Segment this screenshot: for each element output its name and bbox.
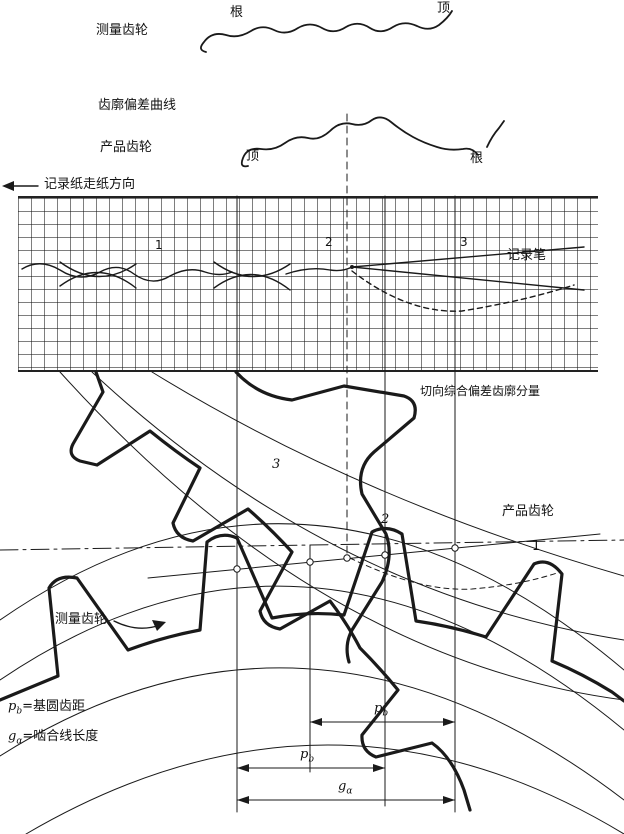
record-curve-product-gear: [240, 116, 505, 168]
recording-paper-grid: [18, 196, 598, 372]
measuring-gear-teeth-chain: [0, 526, 624, 703]
recording-pen-label: 记录笔: [507, 248, 547, 263]
legend-ga: gα=啮合线长度: [8, 729, 99, 747]
line-of-action-path: [147, 533, 601, 579]
legend-ga-symbol: g: [8, 729, 17, 744]
trace-2-label: 2: [325, 235, 333, 249]
legend-pb-symbol: p: [8, 699, 17, 714]
measuring-gear-rotation-arrow: [113, 620, 166, 631]
measuring-gear-bottom-label: 测量齿轮: [55, 612, 108, 627]
dash-dot-centerline: [0, 539, 624, 551]
trace-3-label: 3: [460, 235, 468, 249]
product-gear-pitch-arc: [91, 371, 624, 641]
dim-pb-upper-label: pb: [374, 701, 389, 719]
center-line: [0, 539, 624, 551]
mesh-point-marker: [451, 544, 459, 552]
dim-pb-lower-label: pb: [300, 747, 315, 765]
trace-wavy-main: [21, 263, 233, 282]
mesh-point-marker: [343, 554, 351, 562]
dim-pb-upper-subscript: b: [382, 708, 389, 719]
product-gear-right-flank: [234, 370, 417, 664]
dim-ga-subscript: α: [346, 786, 353, 797]
pitch-circle-arcs: [0, 371, 624, 834]
product-gear-top-label: 产品齿轮: [100, 140, 153, 155]
dim-ga-label: gα: [338, 779, 353, 797]
tip-mid-label: 顶: [246, 149, 260, 164]
mesh-3-label: 3: [272, 457, 281, 472]
trace-cross-right-b: [213, 273, 291, 291]
line-of-action: [147, 533, 601, 590]
grid-traces: [21, 261, 575, 312]
dim-pb-lower-symbol: p: [300, 747, 309, 762]
dim-arrow-icon: [310, 718, 322, 726]
product-gear-outline: [69, 370, 472, 812]
product-gear-teeth-chain: [69, 370, 472, 812]
tangential-component-label: 切向综合偏差齿廓分量: [420, 384, 541, 398]
mesh-point-marker: [381, 551, 389, 559]
dim-pb-lower-subscript: b: [308, 754, 315, 765]
mesh-1-label: 1: [532, 539, 541, 554]
arrow-head-icon: [2, 181, 14, 191]
measuring-gear-rim-arc: [25, 744, 624, 834]
product-gear-trace: [240, 116, 479, 168]
trace-1-label: 1: [155, 238, 163, 252]
dim-ga-symbol: g: [338, 779, 347, 794]
measuring-gear-outline: [0, 526, 624, 703]
dim-arrow-icon: [443, 718, 455, 726]
measuring-gear-tip-arc: [0, 523, 624, 671]
dim-arrow-icon: [237, 796, 249, 804]
rotation-arrow-head-icon: [152, 620, 166, 631]
dim-arrow-icon: [443, 796, 455, 804]
trace-cross-right-a: [213, 261, 291, 278]
legend-ga-desc: =啮合线长度: [22, 729, 99, 744]
trace-cross-left-a: [59, 261, 137, 278]
dim-pb-upper-symbol: p: [374, 701, 383, 716]
mesh-point-marker: [233, 565, 241, 573]
root-mid-label: 根: [470, 151, 484, 166]
legend-pb-subscript: b: [16, 706, 23, 717]
record-curve-measuring-gear: [200, 10, 453, 53]
pen-lower-edge: [351, 266, 585, 291]
dimension-lines: [236, 718, 456, 804]
trace-cross-left-b: [59, 271, 137, 289]
paper-direction-label: 记录纸走纸方向: [44, 177, 136, 192]
mesh-dashed-flank: [349, 557, 561, 590]
product-gear-outer-arc: [59, 371, 624, 701]
mesh-2-label: 2: [381, 512, 390, 527]
pen-tip: [350, 265, 354, 269]
tip-top-label: 顶: [437, 1, 451, 16]
recording-pen-wedge: [350, 246, 585, 291]
trace-connector: [285, 266, 353, 275]
measuring-gear-pitch-arc: [0, 585, 624, 731]
measuring-gear-root-arc: [0, 667, 624, 801]
measuring-gear-top-label: 测量齿轮: [96, 23, 149, 38]
measuring-gear-trace: [200, 10, 453, 53]
product-gear-inner-arc: [151, 371, 624, 577]
construction-lines: [236, 113, 456, 813]
mesh-point-marker: [306, 558, 314, 566]
product-gear-bottom-label: 产品齿轮: [502, 504, 555, 519]
root-top-label: 根: [230, 5, 244, 20]
legend-pb-desc: =基圆齿距: [22, 699, 85, 714]
dim-arrow-icon: [237, 764, 249, 772]
pen-upper-edge: [351, 246, 585, 268]
deviation-curve-label: 齿廓偏差曲线: [98, 98, 177, 113]
product-gear-trace-tick: [486, 120, 505, 148]
legend-ga-subscript: α: [16, 736, 23, 747]
trace-dashed-return: [351, 270, 575, 312]
legend-pb: pb=基圆齿距: [8, 699, 85, 717]
paper-direction-arrow: [2, 181, 39, 191]
dim-arrow-icon: [373, 764, 385, 772]
